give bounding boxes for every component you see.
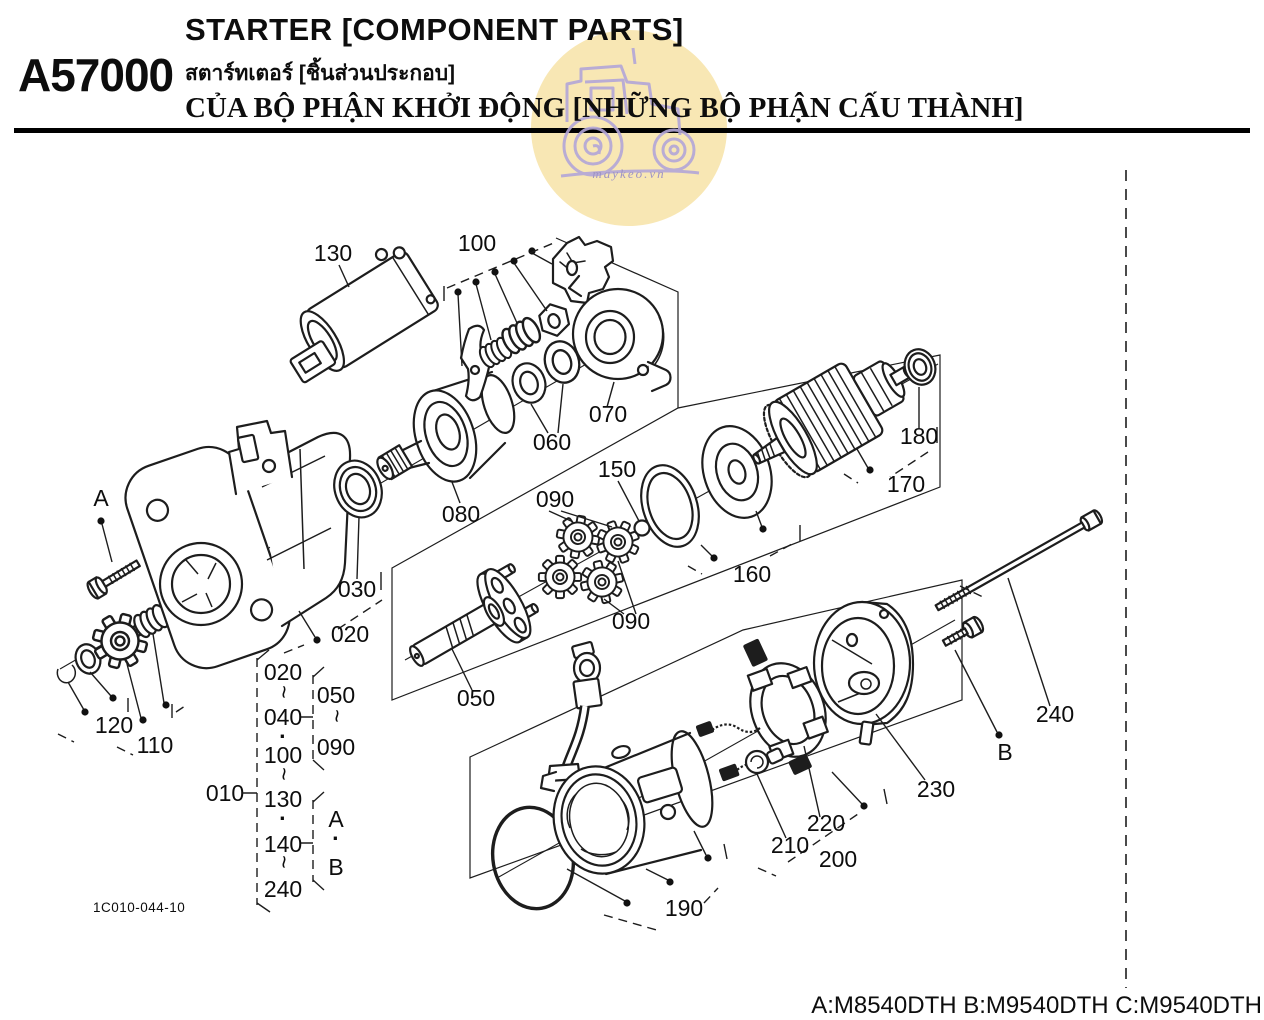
callout-090a: 090 bbox=[536, 486, 574, 512]
legend-item: 100 bbox=[264, 742, 302, 768]
model-applicability: A:M8540DTH B:M9540DTH C:M9540DTH bbox=[811, 992, 1262, 1019]
watermark-text: maykeo.vn bbox=[592, 166, 666, 181]
callout-180: 180 bbox=[900, 423, 938, 449]
callout-050: 050 bbox=[457, 685, 495, 711]
part-bearing-030 bbox=[333, 459, 383, 519]
callout-160: 160 bbox=[733, 561, 771, 587]
page-code: A57000 bbox=[18, 49, 174, 101]
part-terminal bbox=[571, 640, 603, 710]
legend-item: 240 bbox=[264, 876, 302, 902]
part-armature-170 bbox=[752, 360, 912, 479]
callout-090b: 090 bbox=[612, 608, 650, 634]
part-gear-shaft-050 bbox=[409, 563, 539, 667]
figure-code: 1C010-044-10 bbox=[93, 900, 186, 915]
callout-220: 220 bbox=[807, 810, 845, 836]
callout-120: 120 bbox=[95, 712, 133, 738]
callout-a: A bbox=[93, 485, 109, 511]
part-overrunning-clutch-080 bbox=[376, 370, 516, 483]
callout-070: 070 bbox=[589, 401, 627, 427]
leader-lines bbox=[67, 252, 1051, 902]
title-vietnamese: CỦA BỘ PHẬN KHỞI ĐỘNG [NHỮNG BỘ PHẬN CẤU… bbox=[185, 92, 1024, 124]
part-shift-lever bbox=[459, 324, 492, 402]
legend-item: A bbox=[328, 806, 344, 832]
legend-tilde: ~ bbox=[271, 767, 297, 780]
bracket-dashes bbox=[57, 241, 986, 932]
legend-tilde: ~ bbox=[271, 685, 297, 698]
part-plunger-cap bbox=[538, 303, 571, 337]
part-drive-end-frame-020 bbox=[124, 419, 352, 670]
header-rule bbox=[14, 128, 1250, 133]
callout-130: 130 bbox=[314, 240, 352, 266]
legend-tilde: ~ bbox=[324, 709, 350, 722]
legend-item: 130 bbox=[264, 786, 302, 812]
legend-item: 050 bbox=[317, 682, 355, 708]
part-washer-060 bbox=[506, 357, 552, 409]
part-solenoid-130 bbox=[289, 246, 439, 384]
legend-item: 020 bbox=[264, 659, 302, 685]
callout-100: 100 bbox=[458, 230, 496, 256]
part-center-bracket-070 bbox=[567, 274, 672, 393]
part-snap-ring-120 bbox=[56, 664, 77, 684]
part-through-bolt-240 bbox=[934, 509, 1104, 612]
part-internal-gear-160 bbox=[640, 464, 700, 548]
title-thai: สตาร์ทเตอร์ [ชิ้นส่วนประกอบ] bbox=[185, 62, 456, 85]
part-friction-plate-160 bbox=[701, 425, 773, 519]
callout-110: 110 bbox=[137, 732, 174, 758]
callout-060: 060 bbox=[533, 429, 571, 455]
legend-item: 140 bbox=[264, 831, 302, 857]
legend-dot: · bbox=[279, 805, 287, 831]
title-english: STARTER [COMPONENT PARTS] bbox=[185, 12, 684, 47]
callout-190: 190 bbox=[665, 895, 703, 921]
callout-210: 210 bbox=[771, 832, 809, 858]
part-bolt-a bbox=[86, 559, 141, 600]
callout-150: 150 bbox=[598, 456, 636, 482]
part-yoke-190 bbox=[539, 640, 714, 876]
part-planet-gear-090-3 bbox=[537, 554, 583, 600]
callout-030: 030 bbox=[338, 576, 376, 602]
part-brush-holder-220 bbox=[695, 638, 829, 782]
part-lever-holder bbox=[551, 235, 615, 305]
callout-b: B bbox=[997, 739, 1012, 765]
callout-240: 240 bbox=[1036, 701, 1074, 727]
legend-assembly-tree: 010 020 ~ 040 · 100 ~ 130 · 140 ~ 240 05… bbox=[206, 649, 355, 913]
legend-item: B bbox=[328, 854, 343, 880]
callout-010: 010 bbox=[206, 780, 244, 806]
legend-dot: · bbox=[332, 825, 340, 851]
callout-080: 080 bbox=[442, 501, 480, 527]
part-bearing-180 bbox=[903, 348, 937, 386]
callout-170: 170 bbox=[887, 471, 925, 497]
part-screw-b bbox=[941, 615, 985, 647]
legend-item: 040 bbox=[264, 704, 302, 730]
callout-dots bbox=[81, 247, 1003, 907]
callout-230: 230 bbox=[917, 776, 955, 802]
legend-tilde: ~ bbox=[271, 855, 297, 868]
part-brush-spring-210 bbox=[744, 747, 784, 775]
callout-020: 020 bbox=[331, 621, 369, 647]
legend-item: 090 bbox=[317, 734, 355, 760]
legend-dot: · bbox=[279, 723, 287, 749]
tractor-watermark-icon bbox=[560, 47, 700, 178]
callout-200: 200 bbox=[819, 846, 857, 872]
part-end-frame-230 bbox=[812, 600, 915, 746]
